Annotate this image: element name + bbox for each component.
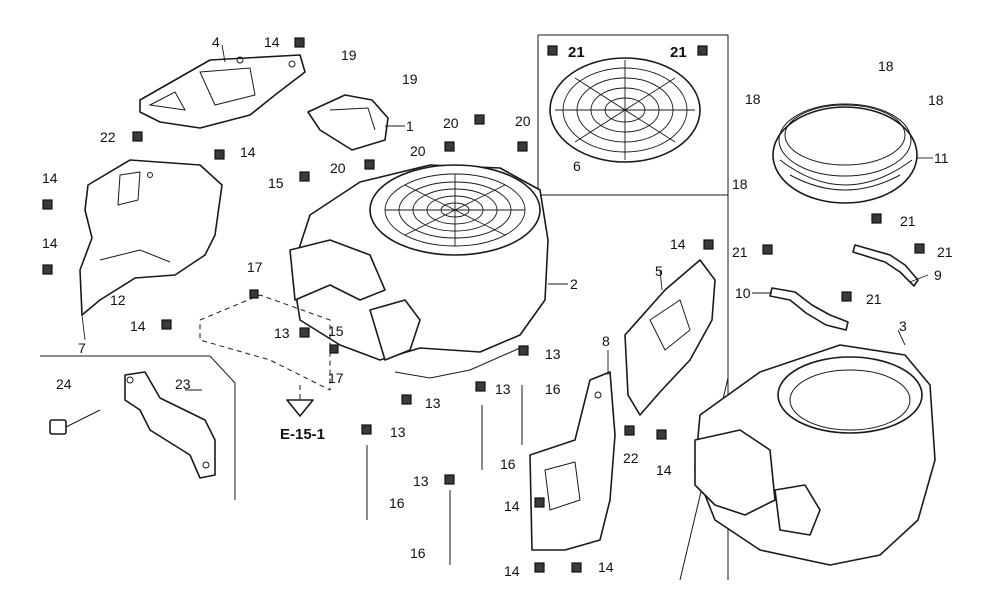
reference-label: E-15-1	[280, 426, 325, 443]
blower-housing-3	[694, 344, 936, 566]
reference-arrow	[286, 399, 314, 417]
bracket-23	[124, 371, 216, 479]
callout-13-c: 13	[495, 381, 511, 397]
blower-housing-2	[289, 164, 549, 379]
callout-6: 6	[573, 158, 581, 174]
callout-20-d: 20	[330, 160, 346, 176]
callout-20-c: 20	[410, 143, 426, 159]
callout-19-a: 19	[341, 47, 357, 63]
callout-14-c: 14	[42, 170, 58, 186]
callout-9: 9	[934, 267, 942, 283]
callout-13-a: 13	[274, 325, 290, 341]
callout-22-a: 22	[100, 129, 116, 145]
callout-15-a: 15	[268, 175, 284, 191]
callout-13-d: 13	[425, 395, 441, 411]
callout-20-b: 20	[515, 113, 531, 129]
callout-20-a: 20	[443, 115, 459, 131]
callout-4: 4	[212, 34, 220, 50]
callout-24: 24	[56, 376, 72, 392]
callout-16-c: 16	[389, 495, 405, 511]
callout-13-b: 13	[545, 346, 561, 362]
callout-8: 8	[602, 333, 610, 349]
vertical-bracket-8	[529, 371, 616, 551]
fan-cover-6	[549, 57, 701, 163]
rod-9	[852, 244, 919, 287]
callout-21-c: 21	[900, 213, 916, 229]
callout-18-d: 18	[732, 176, 748, 192]
bolt-24	[49, 409, 101, 435]
bracket-plate-4	[139, 54, 306, 129]
callout-1: 1	[406, 118, 414, 134]
callout-14-i: 14	[504, 563, 520, 579]
callout-5: 5	[655, 263, 663, 279]
callouts: 4 14 19 19 1 22 14 14 14 20 20 20 20 15 …	[42, 34, 953, 579]
callout-14-e: 14	[670, 236, 686, 252]
callout-17-b: 17	[328, 370, 344, 386]
callout-21-f: 21	[866, 291, 882, 307]
callout-2: 2	[570, 276, 578, 292]
leader-lines	[81, 44, 933, 391]
callout-14-h: 14	[504, 498, 520, 514]
callout-16-a: 16	[545, 381, 561, 397]
callout-21-d: 21	[732, 244, 748, 260]
callout-21-b: 21	[670, 44, 687, 61]
callout-13-e: 13	[390, 424, 406, 440]
callout-15-b: 15	[328, 323, 344, 339]
callout-14-b: 14	[240, 144, 256, 160]
callout-17-a: 17	[247, 259, 263, 275]
callout-19-b: 19	[402, 71, 418, 87]
callout-12: 12	[110, 292, 126, 308]
callout-11: 11	[934, 150, 949, 166]
side-bracket-5	[624, 259, 716, 416]
studs-16	[366, 385, 523, 565]
cooling-ring-11	[772, 103, 918, 204]
callout-7: 7	[78, 340, 86, 356]
callout-10: 10	[735, 285, 751, 301]
side-shroud-7	[79, 159, 223, 316]
callout-21-e: 21	[937, 244, 953, 260]
callout-14-g: 14	[656, 462, 672, 478]
callout-14-d: 14	[42, 235, 58, 251]
callout-18-c: 18	[928, 92, 944, 108]
callout-3: 3	[899, 318, 907, 334]
fasteners	[42, 37, 925, 573]
callout-13-f: 13	[413, 473, 429, 489]
rod-10	[769, 287, 849, 331]
callout-14-j: 14	[598, 559, 614, 575]
callout-18-b: 18	[745, 91, 761, 107]
callout-23: 23	[175, 376, 191, 392]
callout-18-a: 18	[878, 58, 894, 74]
bracket-1	[307, 94, 389, 151]
dashed-assembly-outline	[199, 294, 331, 405]
callout-14-f: 14	[130, 318, 146, 334]
callout-22-b: 22	[623, 450, 639, 466]
callout-16-d: 16	[410, 545, 426, 561]
callout-21-a: 21	[568, 44, 585, 61]
callout-16-b: 16	[500, 456, 516, 472]
callout-14-a: 14	[264, 34, 280, 50]
